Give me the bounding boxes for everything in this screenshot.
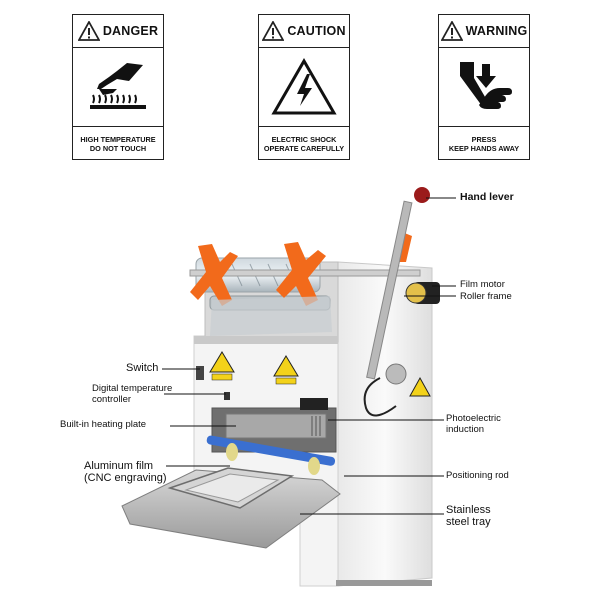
label-positioning-rod: Positioning rod <box>446 470 509 481</box>
label-switch: Switch <box>126 362 159 374</box>
sign-caption: PRESS KEEP HANDS AWAY <box>448 135 520 153</box>
label-steel-tray: Stainless steel tray <box>446 504 491 528</box>
warning-triangle-icon <box>77 21 100 41</box>
sign-word: WARNING <box>465 24 528 38</box>
label-photoelectric: Photoelectric induction <box>446 413 501 435</box>
label-film-motor: Film motor <box>460 279 505 290</box>
warning-triangle-icon <box>262 21 285 41</box>
electric-shock-icon <box>271 58 337 115</box>
film-web <box>210 296 332 336</box>
lever-knob <box>414 187 430 203</box>
label-heating-plate: Built-in heating plate <box>60 419 147 430</box>
sign-word: DANGER <box>102 24 159 38</box>
caution-sign: CAUTION ELECTRIC SHOCK OPERATE CAREFULLY <box>258 14 350 160</box>
temp-controller <box>224 392 230 400</box>
warning-triangle-icon <box>440 21 463 41</box>
sign-caption: ELECTRIC SHOCK OPERATE CAREFULLY <box>263 135 345 153</box>
hot-surface-icon <box>90 63 146 109</box>
film-holder-left <box>190 244 238 306</box>
sign-caption: HIGH TEMPERATURE DO NOT TOUCH <box>80 135 156 153</box>
hand-lever <box>366 200 413 380</box>
power-switch <box>196 366 204 380</box>
top-strip <box>194 336 338 344</box>
positioning-rod <box>206 435 336 466</box>
label-hand-lever: Hand lever <box>460 191 514 203</box>
label-aluminum-film: Aluminum film (CNC engraving) <box>84 460 167 484</box>
danger-sign: DANGER HIGH TEMPERATURE DO NOT TOUCH <box>72 14 164 160</box>
heating-plate <box>225 413 327 439</box>
label-roller-frame: Roller frame <box>460 291 512 302</box>
warning-sign: WARNING PRESS KEEP HANDS AWAY <box>438 14 530 160</box>
photoelectric-sensor <box>300 398 328 410</box>
sign-word: CAUTION <box>287 24 346 38</box>
film-holder-middle <box>276 242 326 306</box>
crush-hand-icon <box>460 62 512 109</box>
label-digital-temp: Digital temperature controller <box>92 383 173 405</box>
